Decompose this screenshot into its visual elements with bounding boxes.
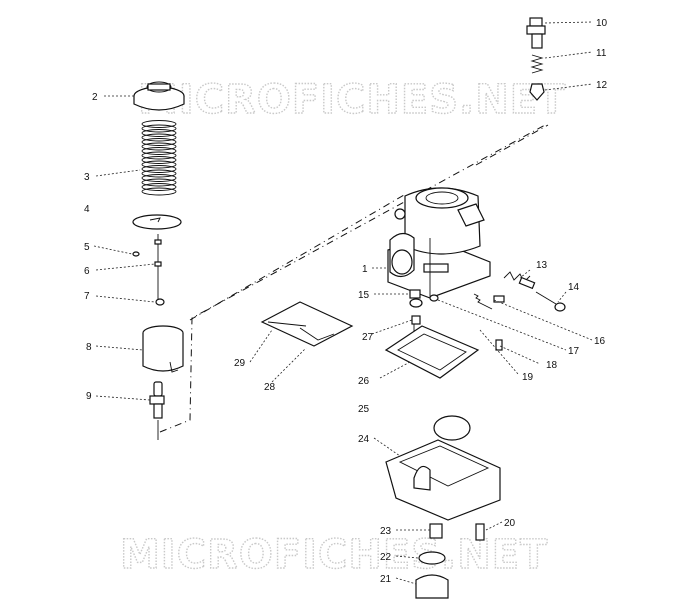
spring-coil: [141, 183, 177, 191]
callout-10: 10: [596, 18, 608, 29]
part-carburetor-body: [387, 187, 491, 299]
part-float: [260, 301, 354, 347]
part-cap: [133, 81, 185, 111]
spring-coil: [141, 138, 177, 146]
callout-5: 5: [84, 242, 90, 253]
part-slide: [142, 325, 184, 373]
callout-26: 26: [358, 376, 370, 387]
callout-29: 29: [234, 358, 246, 369]
callout-21: 21: [380, 574, 392, 585]
spring-coil: [141, 129, 177, 137]
part-jet-holder: [149, 381, 165, 440]
spring-coil: [141, 174, 177, 182]
callout-8: 8: [86, 342, 92, 353]
spring-coil: [141, 187, 177, 196]
callout-20: 20: [504, 518, 516, 529]
spring-coil: [141, 151, 177, 160]
callout-12: 12: [596, 80, 608, 91]
spring-coil: [141, 165, 177, 173]
callout-15: 15: [358, 290, 370, 301]
callout-7: 7: [84, 291, 90, 302]
callout-3: 3: [84, 172, 90, 183]
callout-24: 24: [358, 434, 370, 445]
callout-14: 14: [568, 282, 580, 293]
spring-coil: [141, 178, 177, 187]
spring-coil: [141, 156, 177, 164]
spring-coil: [141, 124, 177, 133]
spring-coil: [141, 142, 177, 151]
guide-lines: [159, 124, 549, 433]
part-small-hardware: [409, 289, 505, 351]
callout-9: 9: [86, 391, 92, 402]
callout-16: 16: [594, 336, 606, 347]
part-float-bowl: [385, 415, 501, 521]
callout-27: 27: [362, 332, 374, 343]
watermark-top: MICROFICHES.NET: [138, 77, 566, 123]
callout-17: 17: [568, 346, 580, 357]
callout-1: 1: [362, 264, 368, 275]
callout-2: 2: [92, 92, 98, 103]
spring-coil: [141, 133, 177, 142]
part-idle-screw: [503, 271, 566, 312]
part-drain-assembly: [415, 523, 485, 599]
callout-23: 23: [380, 526, 392, 537]
callout-13: 13: [536, 260, 548, 271]
leader-lines: [93, 21, 593, 585]
callout-28: 28: [264, 382, 276, 393]
callout-18: 18: [546, 360, 558, 371]
callout-11: 11: [596, 48, 607, 59]
part-fitting-stack: [526, 17, 546, 101]
callout-19: 19: [522, 372, 534, 383]
callout-6: 6: [84, 266, 90, 277]
part-spring: [141, 120, 177, 196]
part-gasket: [384, 325, 480, 379]
callout-22: 22: [380, 552, 392, 563]
spring-coil: [141, 147, 177, 155]
callout-4: 4: [84, 204, 90, 215]
spring-coil: [141, 120, 177, 128]
spring-coil: [141, 160, 177, 169]
part-needle-assembly: [132, 234, 165, 306]
part-plate: [132, 214, 182, 230]
callout-25: 25: [358, 404, 370, 415]
spring-coil: [141, 169, 177, 178]
